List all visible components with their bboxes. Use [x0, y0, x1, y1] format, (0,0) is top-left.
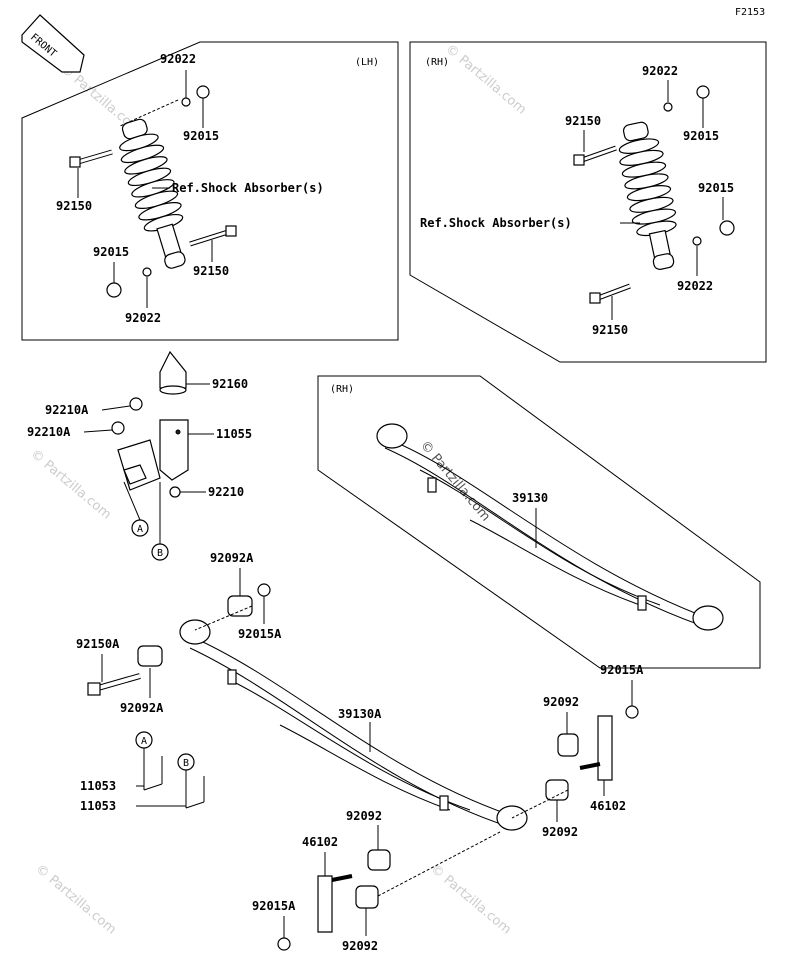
- part-label: 92150: [565, 114, 601, 128]
- bolt-92150A: [87, 673, 141, 696]
- lh-nut-bottom: [106, 282, 122, 298]
- part-label: 92092A: [120, 701, 164, 715]
- bushing-left: [137, 645, 163, 667]
- watermark-text: © Partzilla.com: [27, 447, 113, 523]
- part-label: 92092: [346, 809, 382, 823]
- part-label: 92015: [698, 181, 734, 195]
- bump-stop: [159, 350, 187, 395]
- part-label: 92015: [683, 129, 719, 143]
- rh-panel-title: (RH): [425, 57, 449, 68]
- lh-panel-title: (LH): [355, 57, 379, 68]
- bracket-nut-3: [169, 486, 181, 498]
- part-label: 92015A: [238, 627, 282, 641]
- bushing-mid: [367, 849, 391, 871]
- u-bolt-a: [143, 756, 163, 791]
- spring-bracket: [117, 419, 189, 491]
- lh-bolt-bottom: [189, 225, 237, 247]
- part-label: 92092A: [210, 551, 254, 565]
- part-label: 92022: [125, 311, 161, 325]
- lh-nut-top: [196, 85, 210, 99]
- rh-shock-panel: [409, 41, 767, 363]
- marker-a-label: A: [137, 524, 143, 535]
- marker-a-label-2: A: [141, 736, 147, 747]
- figure-code: F2153: [735, 7, 765, 18]
- u-bolt-b: [185, 776, 205, 809]
- part-label: 39130: [512, 491, 548, 505]
- part-label: 92210A: [27, 425, 71, 439]
- lh-washer-bottom: [142, 267, 152, 277]
- nut-bottom: [277, 937, 291, 951]
- part-label: 92150: [193, 264, 229, 278]
- nut-top: [257, 583, 271, 597]
- rh-washer-bottom: [692, 236, 702, 246]
- bracket-nut-2: [111, 421, 125, 435]
- part-label: 92150A: [76, 637, 120, 651]
- marker-b-label: B: [157, 548, 163, 559]
- part-label: 46102: [590, 799, 626, 813]
- part-label: 92015: [93, 245, 129, 259]
- rh-washer-top: [663, 102, 673, 112]
- lh-washer-top: [181, 97, 191, 107]
- watermark-text: © Partzilla.com: [442, 42, 528, 118]
- rh-bolt-bottom: [589, 283, 631, 304]
- shackle-left: [317, 875, 333, 933]
- part-label: 11053: [80, 779, 116, 793]
- bracket-nut-1: [129, 397, 143, 411]
- bushing-right-bottom: [545, 779, 569, 801]
- rh-spring-panel-title: (RH): [330, 384, 354, 395]
- part-label: 92160: [212, 377, 248, 391]
- lh-leaf-spring: [179, 619, 528, 831]
- part-label: 92150: [56, 199, 92, 213]
- rh-spring-panel: [317, 375, 761, 669]
- watermark-text: © Partzilla.com: [427, 862, 513, 938]
- rh-nut-top: [696, 85, 710, 99]
- lh-bolt-top: [69, 149, 113, 168]
- part-label: 11055: [216, 427, 252, 441]
- part-label: 92092: [543, 695, 579, 709]
- lh-shock-absorber: [119, 118, 186, 269]
- part-label: 92015A: [600, 663, 644, 677]
- part-label: 92022: [642, 64, 678, 78]
- shackle-right: [597, 715, 613, 781]
- lh-shock-panel: [21, 41, 399, 341]
- part-label: 39130A: [338, 707, 382, 721]
- part-label: 46102: [302, 835, 338, 849]
- part-label: 92210: [208, 485, 244, 499]
- shock-ref-callout: Ref.Shock Absorber(s): [420, 216, 572, 230]
- part-label: 92092: [342, 939, 378, 953]
- rh-bolt-top: [573, 145, 617, 166]
- marker-a: [131, 519, 149, 537]
- bushing-bottom: [355, 885, 379, 909]
- front-arrow-icon: FRONT: [21, 14, 85, 73]
- nut-right: [625, 705, 639, 719]
- part-label: 92022: [160, 52, 196, 66]
- watermark-text: © Partzilla.com: [32, 862, 118, 938]
- rh-leaf-spring: [376, 423, 724, 631]
- bushing-right-top: [557, 733, 579, 757]
- part-label: 92210A: [45, 403, 89, 417]
- shock-ref-callout: Ref.Shock Absorber(s): [172, 181, 324, 195]
- bushing-top: [227, 595, 253, 617]
- part-label: 92150: [592, 323, 628, 337]
- part-label: 92022: [677, 279, 713, 293]
- marker-b-label-2: B: [183, 758, 189, 769]
- marker-b: [151, 543, 169, 561]
- part-label: 92092: [542, 825, 578, 839]
- part-label: 92015: [183, 129, 219, 143]
- part-label: 92015A: [252, 899, 296, 913]
- rh-shock-absorber: [618, 121, 677, 270]
- rh-nut-mid: [719, 220, 735, 236]
- part-label: 11053: [80, 799, 116, 813]
